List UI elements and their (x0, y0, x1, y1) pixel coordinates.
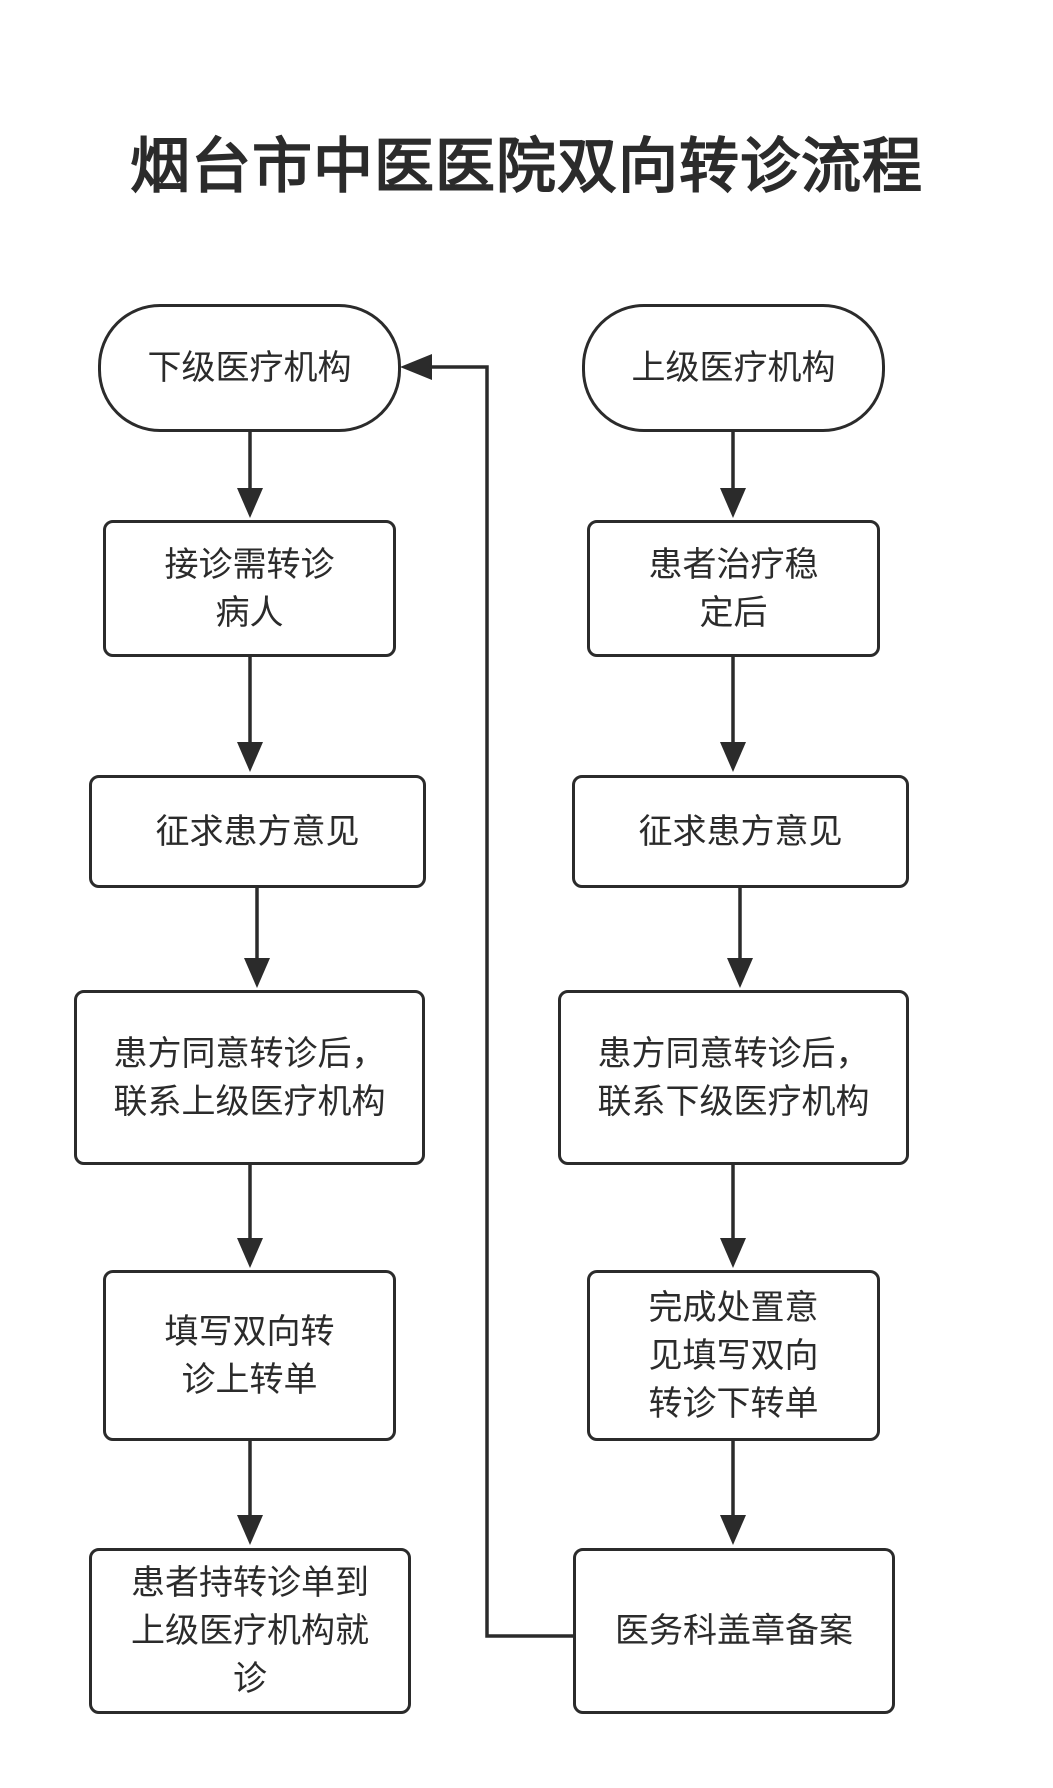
node-label: 接诊需转诊病人 (164, 544, 335, 633)
arrowhead-left-1 (237, 488, 263, 518)
arrowhead-left-2 (237, 742, 263, 772)
node-right-step-5: 医务科盖章备案 (573, 1548, 895, 1714)
node-left-step-3: 患方同意转诊后，联系上级医疗机构 (74, 990, 425, 1165)
node-label: 医务科盖章备案 (615, 1611, 853, 1651)
arrowhead-right-5 (720, 1515, 746, 1545)
node-right-step-1: 患者治疗稳定后 (587, 520, 880, 657)
node-label: 患者治疗稳定后 (648, 544, 819, 633)
node-lower-institution: 下级医疗机构 (98, 304, 401, 432)
node-label: 患者持转诊单到上级医疗机构就诊 (131, 1563, 369, 1699)
node-left-step-1: 接诊需转诊病人 (103, 520, 396, 657)
node-label: 上级医疗机构 (631, 348, 836, 388)
page-title: 烟台市中医医院双向转诊流程 (130, 132, 923, 202)
node-label: 完成处置意见填写双向转诊下转单 (648, 1287, 819, 1424)
node-label: 患方同意转诊后，联系下级医疗机构 (597, 1033, 870, 1122)
node-label: 征求患方意见 (638, 811, 843, 852)
node-label: 下级医疗机构 (147, 348, 352, 388)
arrowhead-left-3 (244, 958, 270, 988)
arrowhead-right-4 (720, 1238, 746, 1268)
node-right-step-3: 患方同意转诊后，联系下级医疗机构 (558, 990, 909, 1165)
arrowhead-left-5 (237, 1515, 263, 1545)
node-right-step-4: 完成处置意见填写双向转诊下转单 (587, 1270, 880, 1441)
node-left-step-5: 患者持转诊单到上级医疗机构就诊 (89, 1548, 411, 1714)
node-label: 征求患方意见 (155, 811, 360, 852)
arrowhead-right-1 (720, 488, 746, 518)
feedback-path (432, 365, 573, 1638)
arrowhead-right-3 (727, 958, 753, 988)
node-label: 患方同意转诊后，联系上级医疗机构 (113, 1033, 386, 1122)
node-right-step-2: 征求患方意见 (572, 775, 909, 888)
arrowhead-feedback (400, 354, 432, 380)
arrowhead-left-4 (237, 1238, 263, 1268)
node-label: 填写双向转诊上转单 (164, 1311, 335, 1400)
node-upper-institution: 上级医疗机构 (582, 304, 885, 432)
node-left-step-4: 填写双向转诊上转单 (103, 1270, 396, 1441)
arrowhead-right-2 (720, 742, 746, 772)
node-left-step-2: 征求患方意见 (89, 775, 426, 888)
